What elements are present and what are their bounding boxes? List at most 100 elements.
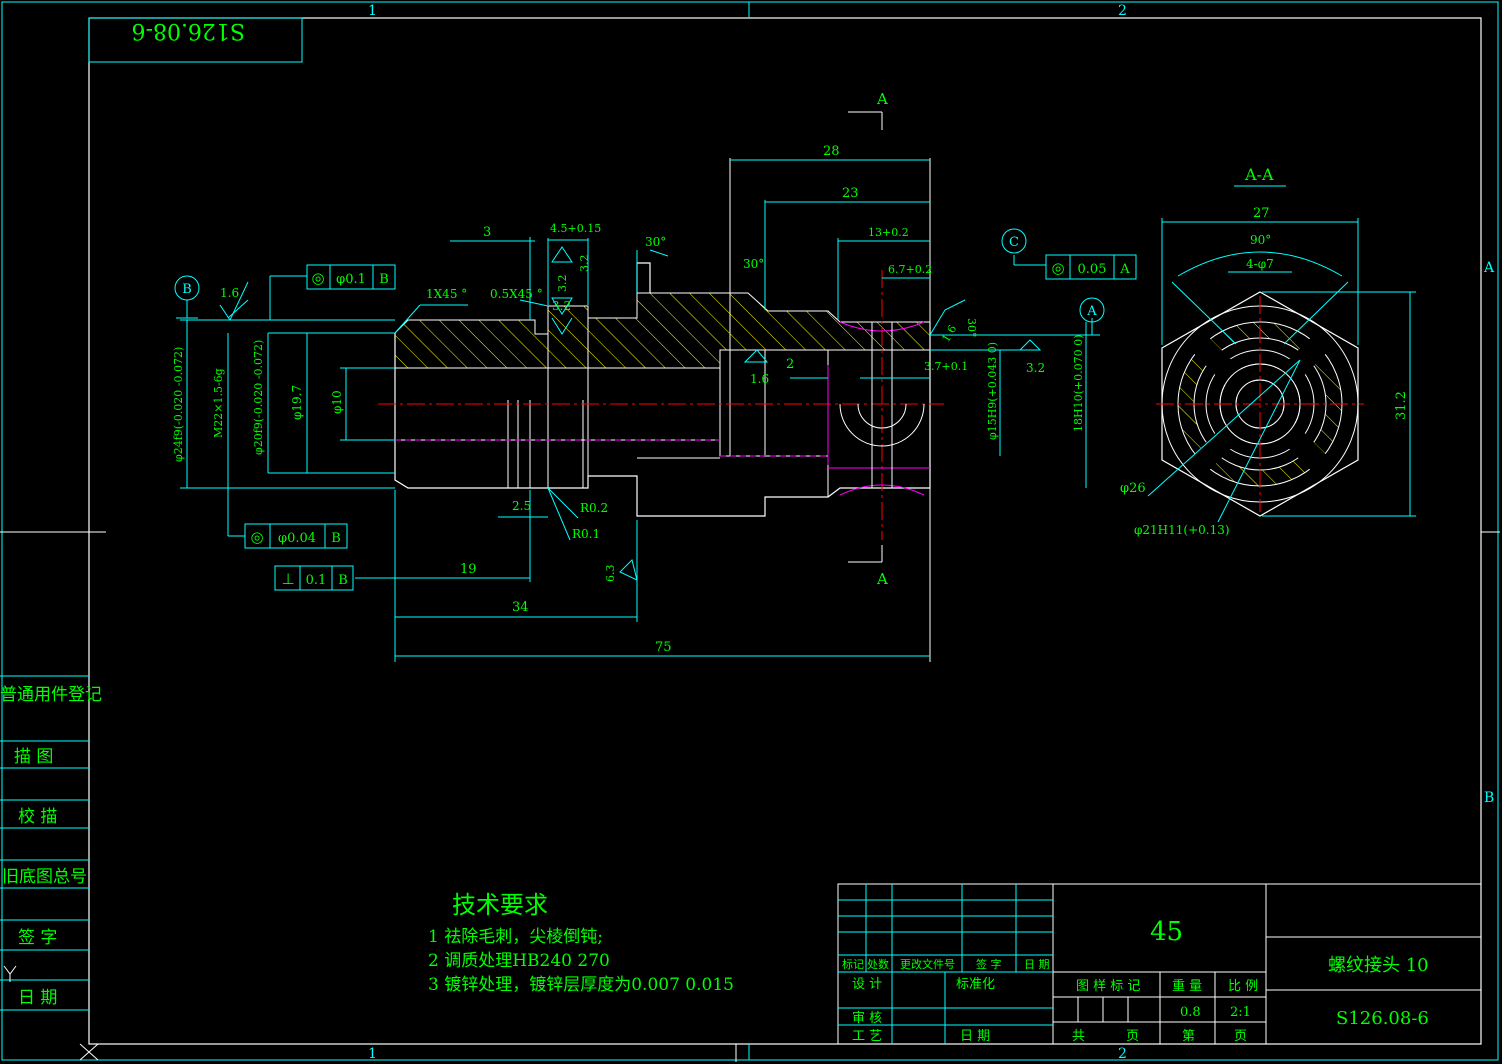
datum-a: A [1086, 304, 1097, 319]
chamfer-1x45: 1X45 ° [426, 287, 467, 301]
rev-mark: 标记 [842, 957, 864, 971]
fcf-2-ref: B [331, 531, 341, 546]
fcf-3-ref: B [338, 573, 348, 588]
fcf-3-symbol: ⊥ [281, 570, 294, 588]
panel-trace: 描 图 [14, 747, 53, 767]
datum-symbols [174, 228, 1105, 323]
fcf-2-value: φ0.04 [278, 531, 316, 546]
dim-dia19-7: φ19.7 [290, 385, 304, 420]
tb-stage-mark: 图 样 标 记 [1076, 979, 1140, 994]
cross-hole [839, 322, 925, 488]
zone-bottom-1: 1 [368, 1046, 377, 1062]
fcf-4: ◎ 0.05 A [1045, 254, 1137, 280]
zone-top-2: 2 [1118, 3, 1127, 19]
rough-3-2-b: 3.2 [578, 255, 591, 273]
tb-sheet-no: 第 [1182, 1029, 1195, 1044]
tb-weight: 重 量 [1172, 978, 1202, 994]
dim-28: 28 [823, 144, 840, 159]
sect-dim-31-2: 31.2 [1394, 391, 1409, 420]
tb-total: 共 [1072, 1029, 1085, 1044]
hatch-upper-wall [394, 292, 931, 369]
part-main-view [378, 158, 944, 662]
dim-dia20: φ20f9(-0.020 -0.072) [252, 340, 265, 455]
sect-holes: 4-φ7 [1246, 257, 1274, 271]
sect-dim-21: φ21H11(+0.13) [1134, 523, 1230, 537]
dimension-texts: 28 23 13+0.2 6.7+0.2 3 4.5+0.15 30° 30° … [172, 144, 1085, 655]
tb-date: 日 期 [960, 1029, 990, 1044]
tb-sheets: 页 [1126, 1029, 1139, 1044]
fcf-2: ◎ φ0.04 B [244, 523, 348, 549]
fcf-4-value: 0.05 [1078, 262, 1107, 277]
dim-2-5: 2.5 [512, 499, 531, 513]
material: 45 [1150, 917, 1183, 947]
rev-date: 日 期 [1024, 958, 1050, 971]
panel-old-number: 旧底图总号 [2, 867, 87, 887]
rev-doc: 更改文件号 [900, 957, 955, 971]
angle-30-b: 30° [743, 257, 764, 271]
panel-registration: 普通用件登记 [0, 685, 102, 705]
rough-3-2-c: 3.2 [556, 275, 569, 293]
zone-bottom-2: 2 [1118, 1046, 1127, 1062]
left-registration-panel: 普通用件登记 描 图 校 描 旧底图总号 签 字 日 期 [0, 675, 102, 1011]
hex-outline [1161, 291, 1359, 517]
dim-75: 75 [655, 640, 672, 655]
dim-18h10: 18H10(+0.070 0) [1072, 335, 1085, 432]
dim-4-5: 4.5+0.15 [550, 222, 601, 235]
roughness-symbols [219, 246, 1042, 581]
chamfer-0-5x45: 0.5X45 ° [490, 287, 543, 301]
datum-b: B [182, 282, 192, 297]
cut-plane-markers [848, 111, 883, 563]
sect-dim-27: 27 [1253, 206, 1270, 221]
dim-19: 19 [460, 562, 477, 577]
fcf-4-symbol: ◎ [1051, 259, 1064, 277]
tb-check: 审 核 [852, 1011, 882, 1026]
zone-top-1: 1 [368, 3, 377, 19]
section-view: A-A 27 90° [1120, 165, 1416, 537]
rough-1-6-c: 1.6 [939, 323, 959, 345]
fcf-1-value: φ0.1 [336, 272, 366, 287]
technical-requirements: 技术要求 1 祛除毛刺，尖棱倒钝; 2 调质处理HB240 270 3 镀锌处理… [428, 891, 734, 995]
fcf-1-ref: B [379, 272, 389, 287]
dim-13: 13+0.2 [868, 226, 909, 239]
dim-dia10: φ10 [330, 390, 344, 414]
sect-dim-90: 90° [1250, 233, 1271, 247]
tb-design: 设 计 [852, 977, 882, 992]
panel-date: 日 期 [18, 988, 57, 1008]
tb-page: 页 [1234, 1029, 1247, 1044]
tb-weight-value: 0.8 [1180, 1005, 1201, 1020]
panel-check: 校 描 [18, 807, 57, 827]
rough-1-6-a: 1.6 [220, 286, 239, 300]
tb-process: 工 艺 [852, 1029, 882, 1044]
cut-label-top: A [876, 90, 888, 108]
dimension-lines [176, 159, 1100, 662]
dim-r0-1: R0.1 [572, 527, 600, 541]
rev-count: 处数 [867, 958, 889, 971]
tb-standard: 标准化 [956, 977, 995, 992]
fcf-3: ⊥ 0.1 B [274, 565, 354, 591]
zone-right-b: B [1484, 790, 1494, 806]
fcf-2-symbol: ◎ [250, 528, 263, 546]
dim-dia24: φ24f9(-0.020 -0.072) [172, 347, 185, 462]
tb-scale: 比 例 [1228, 979, 1258, 994]
dim-23: 23 [842, 186, 859, 201]
rev-sign: 签 字 [976, 957, 1002, 971]
dim-2: 2 [786, 357, 794, 372]
part-name: 螺纹接头 10 [1328, 955, 1429, 976]
dim-dia15: φ15H9(+0.043 0) [986, 342, 999, 440]
notes-title: 技术要求 [452, 891, 548, 919]
drawing-number: S126.08-6 [1336, 1008, 1429, 1029]
dim-3-7: 3.7+0.1 [924, 360, 968, 373]
panel-signature: 签 字 [18, 928, 57, 948]
angle-30-c: 30° [965, 318, 978, 338]
dim-6-7: 6.7+0.2 [888, 263, 932, 276]
cut-label-bottom: A [876, 570, 888, 588]
dim-34: 34 [512, 600, 529, 615]
tb-scale-value: 2:1 [1230, 1005, 1251, 1020]
rough-1-6-b: 1.6 [750, 372, 769, 386]
fcf-1: ◎ φ0.1 B [306, 264, 396, 290]
dim-m22: M22×1.5-6g [212, 368, 225, 438]
fcf-3-value: 0.1 [306, 573, 327, 588]
rough-6-3: 6.3 [604, 565, 617, 583]
